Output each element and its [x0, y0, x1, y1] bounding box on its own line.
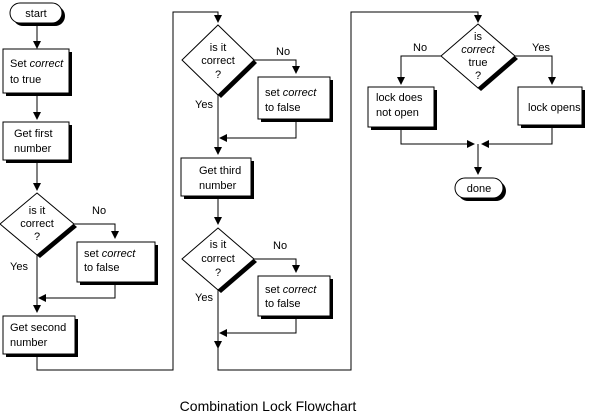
svg-text:number: number — [14, 143, 52, 155]
arrow-decision2-no — [254, 59, 300, 74]
decision1-diamond: is it correct ? — [0, 192, 77, 258]
arrow-false3-merge — [219, 316, 297, 337]
svg-text:set correct: set correct — [265, 284, 317, 296]
decision2-yes-label: Yes — [195, 99, 213, 111]
arrow-not-open-merge — [400, 127, 475, 148]
get-second-number-box: Get second number — [2, 315, 78, 357]
arrow-false2-merge — [219, 119, 297, 142]
svg-text:is: is — [474, 31, 482, 43]
arrow-decision1-no — [74, 223, 119, 239]
decision2-no-label: No — [276, 46, 290, 58]
get-third-number-box: Get third number — [180, 157, 254, 199]
svg-text:Get second: Get second — [10, 322, 66, 334]
svg-text:is it: is it — [210, 42, 227, 54]
svg-text:?: ? — [215, 267, 221, 279]
get-first-number-box: Get first number — [2, 121, 72, 163]
arrow-final-no — [397, 55, 441, 85]
decision3-yes-label: Yes — [195, 292, 213, 304]
svg-text:true: true — [469, 57, 488, 69]
arrow-final-yes — [515, 55, 556, 85]
svg-text:lock opens: lock opens — [528, 102, 581, 114]
set-false-box-1: set correct to false — [76, 241, 158, 285]
decision3-diamond: is it correct ? — [181, 227, 257, 293]
arrow-opens-merge — [481, 125, 553, 148]
svg-text:not open: not open — [376, 107, 419, 119]
svg-text:Get first: Get first — [14, 128, 53, 140]
decision2-diamond: is it correct ? — [181, 24, 257, 98]
svg-text:to true: to true — [10, 74, 41, 86]
svg-text:to false: to false — [265, 102, 300, 114]
decision1-no-label: No — [92, 205, 106, 217]
svg-text:Set correct: Set correct — [10, 58, 64, 70]
arrow-false1-merge — [38, 282, 116, 302]
start-terminator: start — [9, 2, 65, 26]
svg-text:to false: to false — [84, 262, 119, 274]
svg-text:correct: correct — [20, 218, 54, 230]
svg-text:done: done — [467, 183, 491, 195]
svg-text:lock does: lock does — [376, 92, 423, 104]
decision1-yes-label: Yes — [10, 261, 28, 273]
svg-text:?: ? — [475, 70, 481, 82]
svg-text:correct: correct — [201, 55, 235, 67]
svg-text:to false: to false — [265, 298, 300, 310]
svg-text:set correct: set correct — [265, 87, 317, 99]
svg-text:?: ? — [215, 69, 221, 81]
connector-col2-to-col3 — [217, 11, 482, 371]
svg-text:number: number — [199, 180, 237, 192]
svg-text:correct: correct — [201, 253, 235, 265]
lock-does-not-open-box: lock does not open — [367, 86, 437, 130]
svg-text:correct: correct — [461, 44, 496, 56]
final-no-label: No — [413, 42, 427, 54]
final-decision-diamond: is correct true ? — [440, 23, 518, 91]
svg-text:is it: is it — [29, 205, 46, 217]
set-correct-true-box: Set correct to true — [2, 48, 72, 96]
svg-text:?: ? — [34, 231, 40, 243]
arrow-decision3-no — [254, 258, 300, 273]
done-terminator: done — [454, 177, 506, 201]
svg-text:number: number — [10, 337, 48, 349]
set-false-box-3: set correct to false — [257, 275, 333, 319]
svg-text:start: start — [25, 8, 46, 20]
connector-col1-to-col2 — [36, 11, 222, 371]
final-yes-label: Yes — [532, 42, 550, 54]
svg-text:is it: is it — [210, 239, 227, 251]
set-false-box-2: set correct to false — [257, 76, 333, 122]
lock-opens-box: lock opens — [517, 86, 585, 128]
figure-caption: Combination Lock Flowchart — [180, 398, 357, 414]
svg-text:Get third: Get third — [199, 165, 241, 177]
svg-text:set correct: set correct — [84, 248, 136, 260]
decision3-no-label: No — [273, 240, 287, 252]
